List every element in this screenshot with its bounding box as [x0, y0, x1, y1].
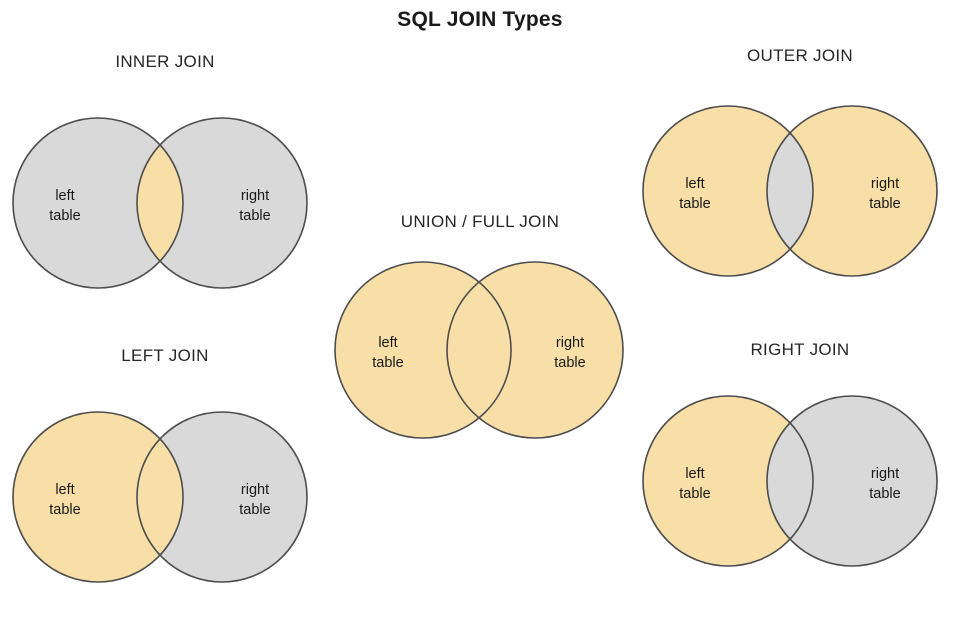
- right-table-label-line1: right: [871, 466, 899, 482]
- right-table-label-line1: right: [241, 188, 269, 204]
- left-circle-outline: [334, 261, 512, 439]
- right-circle-outline: [766, 395, 938, 567]
- page-title: SQL JOIN Types: [397, 8, 563, 31]
- venn-title-inner-join: INNER JOIN: [115, 52, 215, 71]
- right-table-label-line2: table: [869, 486, 900, 502]
- right-circle-outline: [446, 261, 624, 439]
- right-table-label-line2: table: [869, 196, 900, 212]
- venn-diagram-union-full-join: UNION / FULL JOIN left table right table: [320, 212, 640, 462]
- left-table-label-line1: left: [685, 466, 704, 482]
- right-circle-outline: [766, 105, 938, 277]
- left-circle-fill: [13, 412, 183, 582]
- right-circle-fill: [137, 412, 307, 582]
- right-table-label-line1: right: [871, 176, 899, 192]
- venn-diagram-inner-join: INNER JOIN left table right table: [0, 52, 330, 302]
- right-circle-fill: [767, 106, 937, 276]
- left-table-label-line2: table: [372, 355, 403, 371]
- venn-title-left-join: LEFT JOIN: [121, 346, 209, 365]
- right-circle-outline: [136, 117, 308, 289]
- venn-svg-union-full-join: left table right table: [334, 261, 624, 439]
- left-table-label-line2: table: [49, 502, 80, 518]
- venn-diagram-outer-join: OUTER JOIN left table right table: [640, 46, 960, 301]
- venn-title-union-full-join: UNION / FULL JOIN: [400, 212, 560, 231]
- left-table-label-line2: table: [679, 196, 710, 212]
- left-circle-fill: [643, 106, 813, 276]
- left-circle-outline: [642, 395, 814, 567]
- venn-diagram-right-join: RIGHT JOIN left table right table: [640, 340, 960, 595]
- right-circle-outline: [136, 411, 308, 583]
- right-circle-fill: [137, 118, 307, 288]
- left-circle-outline: [12, 117, 184, 289]
- left-circle-fill: [643, 396, 813, 566]
- left-table-label-line1: left: [55, 188, 74, 204]
- right-table-label-line1: right: [241, 482, 269, 498]
- right-circle-fill: [447, 262, 623, 438]
- left-table-label-line2: table: [679, 486, 710, 502]
- left-table-label-line1: left: [55, 482, 74, 498]
- venn-svg-right-join: left table right table: [642, 395, 938, 567]
- venn-svg-left-join: left table right table: [12, 411, 308, 583]
- venn-diagram-left-join: LEFT JOIN left table right table: [0, 342, 330, 597]
- venn-title-outer-join: OUTER JOIN: [747, 46, 853, 65]
- right-circle-fill: [767, 396, 937, 566]
- venn-svg-outer-join: left table right table: [642, 105, 938, 277]
- venn-svg-inner-join: left table right table: [12, 117, 308, 289]
- right-table-label-line2: table: [239, 502, 270, 518]
- left-circle-outline: [642, 105, 814, 277]
- left-table-label-line1: left: [378, 335, 397, 351]
- left-circle-outline: [12, 411, 184, 583]
- venn-title-right-join: RIGHT JOIN: [750, 340, 850, 359]
- left-table-label-line1: left: [685, 176, 704, 192]
- right-table-label-line2: table: [239, 208, 270, 224]
- right-table-label-line2: table: [554, 355, 585, 371]
- left-circle-fill: [13, 118, 183, 288]
- right-table-label-line1: right: [556, 335, 584, 351]
- left-table-label-line2: table: [49, 208, 80, 224]
